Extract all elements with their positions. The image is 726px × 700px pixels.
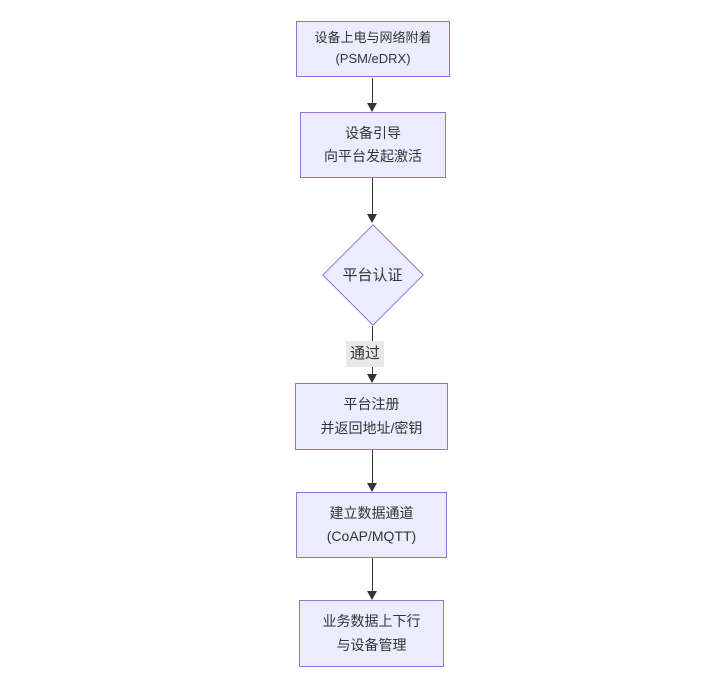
- arrow-line: [371, 78, 373, 103]
- arrowhead-down-icon: [367, 103, 377, 112]
- node-text-line: 设备上电与网络附着: [314, 30, 432, 46]
- node-text-line: 建立数据通道: [329, 504, 414, 521]
- arrow-line: [371, 558, 373, 591]
- arrowhead-down-icon: [367, 214, 377, 223]
- node-text-line: (CoAP/MQTT): [326, 528, 417, 544]
- arrowhead-down-icon: [367, 483, 377, 492]
- node-business-data: 业务数据上下行 与设备管理: [299, 600, 444, 667]
- node-text-line: 平台认证: [342, 267, 403, 284]
- node-device-bootstrap: 设备引导 向平台发起激活: [300, 112, 446, 178]
- node-platform-auth-decision: 平台认证: [321, 223, 424, 326]
- node-text-line: 向平台发起激活: [324, 148, 422, 164]
- node-text-line: (PSM/eDRX): [335, 51, 411, 66]
- node-device-power-attach: 设备上电与网络附着 (PSM/eDRX): [296, 21, 450, 77]
- node-platform-register: 平台注册 并返回地址/密钥: [295, 383, 448, 450]
- node-text-line: 与设备管理: [336, 636, 407, 653]
- arrowhead-down-icon: [367, 591, 377, 600]
- arrow-line: [371, 178, 373, 214]
- node-text-line: 设备引导: [345, 124, 401, 141]
- node-text-line: 业务数据上下行: [322, 613, 421, 630]
- node-text-line: 并返回地址/密钥: [320, 419, 423, 436]
- node-data-channel: 建立数据通道 (CoAP/MQTT): [296, 492, 447, 558]
- node-text-line: 平台注册: [343, 396, 400, 413]
- arrow-line: [371, 450, 373, 483]
- edge-label-pass: 通过: [346, 341, 385, 367]
- arrowhead-down-icon: [367, 374, 377, 383]
